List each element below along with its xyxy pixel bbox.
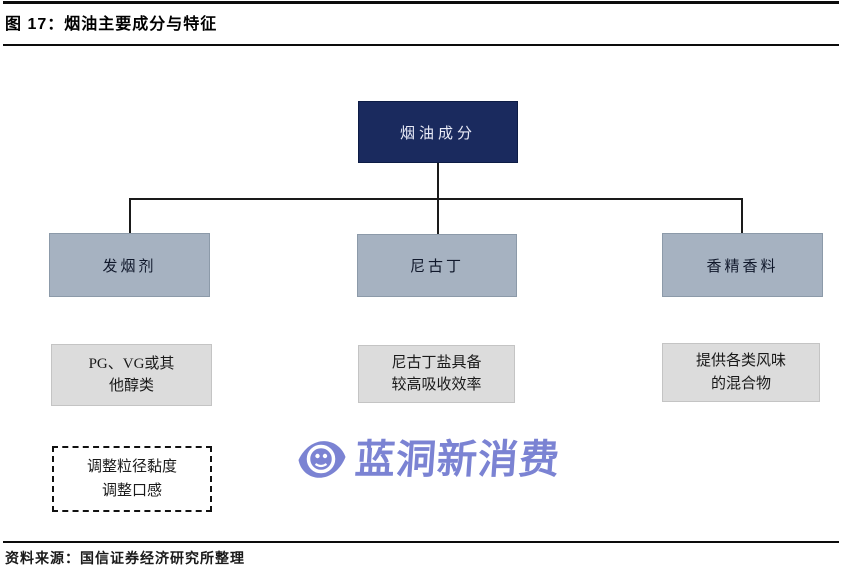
branch-label: 香精香料: [706, 258, 779, 275]
bottom-rule: [3, 541, 839, 543]
connector-middle-vertical: [437, 199, 439, 234]
detail-text: 尼古丁盐具备 较高吸收效率: [391, 354, 482, 394]
branch-label: 发烟剂: [102, 258, 157, 275]
diagram-node-root-label: 烟油成分: [399, 125, 476, 142]
branch-label: 尼古丁: [409, 259, 464, 275]
title-rule: [3, 44, 839, 46]
diagram-node-root: 烟油成分: [358, 101, 518, 163]
top-rule: [3, 1, 839, 4]
eye-logo-icon: [298, 441, 346, 478]
diagram-node-branch-fayanji: 发烟剂: [49, 233, 210, 297]
connector-left-vertical: [129, 199, 131, 233]
source-note: 资料来源：国信证券经济研究所整理: [5, 552, 245, 567]
connector-horizontal: [129, 198, 743, 200]
diagram-node-detail-nicotine-salt: 尼古丁盐具备 较高吸收效率: [358, 345, 515, 403]
diagram-node-branch-niguding: 尼古丁: [357, 234, 517, 297]
detail-text: 提供各类风味 的混合物: [695, 353, 786, 392]
connector-root-vertical: [437, 163, 439, 199]
diagram-node-detail-pg-vg: PG、VG或其 他醇类: [51, 344, 212, 406]
diagram-node-note-adjust: 调整粒径黏度 调整口感: [52, 446, 212, 512]
figure-title: 图 17：烟油主要成分与特征: [5, 16, 218, 33]
diagram-node-detail-flavor-mix: 提供各类风味 的混合物: [662, 343, 820, 402]
connector-right-vertical: [741, 199, 743, 233]
note-text: 调整粒径黏度 调整口感: [86, 459, 177, 499]
detail-text: PG、VG或其 他醇类: [88, 355, 175, 395]
watermark: 蓝洞新消费: [297, 438, 562, 482]
watermark-text: 蓝洞新消费: [353, 438, 562, 482]
diagram-node-branch-xiangjing: 香精香料: [662, 233, 823, 297]
